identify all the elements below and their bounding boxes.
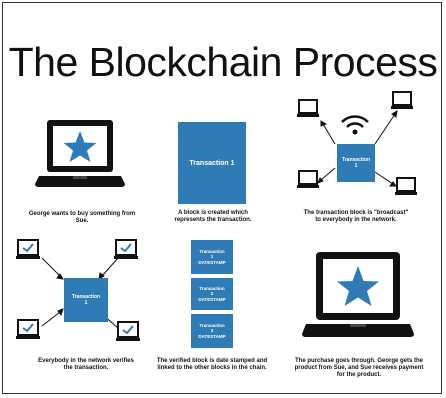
laptop-check-icon-top-right <box>114 239 138 259</box>
verify-block-line2: 1 <box>84 300 88 306</box>
chain-block-3-line1: Transaction <box>199 322 225 328</box>
laptop-icon-bottom-right <box>395 177 417 195</box>
chain-block-3: Transaction 3 DATESTAMP <box>191 314 233 348</box>
chain-block-1-line3: DATESTAMP <box>198 259 226 265</box>
chain-block-1-line2: 1 <box>210 254 214 260</box>
verify-arrows <box>41 257 119 329</box>
verify-network-diagram <box>16 239 140 341</box>
step-4-caption: Everybody in the network verifies the tr… <box>38 358 134 371</box>
laptop-check-icon-bottom-right <box>116 321 140 341</box>
diagram-title: The Blockchain Process <box>8 39 438 85</box>
chain-block-1-line1: Transaction <box>199 248 225 254</box>
transaction-block: Transaction 1 <box>178 122 246 204</box>
chain-block-3-line3: DATESTAMP <box>198 333 226 339</box>
laptop-check-icon-bottom-left <box>16 319 40 339</box>
chain-block-2-line2: 2 <box>210 291 214 297</box>
verify-transaction-block: Transaction 1 <box>64 278 108 322</box>
laptop-icon-top-left <box>297 99 319 117</box>
step-5-caption: The verified block is date stamped and l… <box>156 358 268 371</box>
broadcast-arrows <box>317 110 398 187</box>
step-3-caption: The transaction block is "broadcast" to … <box>303 210 409 223</box>
step-6-caption: The purchase goes through. George gets t… <box>294 358 424 378</box>
wifi-broadcast-icon <box>341 115 369 135</box>
chain-block-2-line3: DATESTAMP <box>198 296 226 302</box>
broadcast-block-line2: 1 <box>354 163 358 169</box>
broadcast-network-diagram <box>297 91 417 195</box>
laptop-star-icon-final <box>302 252 414 337</box>
laptop-icon-bottom-left <box>297 170 319 188</box>
broadcast-block-line1: Transaction <box>341 157 371 163</box>
laptop-icon-top-right <box>391 91 413 109</box>
chain-block-2-line1: Transaction <box>199 285 225 291</box>
laptop-check-icon-top-left <box>16 239 40 259</box>
chain-block-2: Transaction 2 DATESTAMP <box>191 278 233 310</box>
broadcast-transaction-block: Transaction 1 <box>337 144 375 182</box>
step-1-caption: George wants to buy something from Sue. <box>28 211 136 224</box>
chain-block-1: Transaction 1 DATESTAMP <box>191 240 233 274</box>
chain-block-3-line2: 3 <box>210 328 214 334</box>
step-2-caption: A block is created which represents the … <box>174 210 252 223</box>
verify-block-line1: Transaction <box>71 294 101 300</box>
laptop-star-icon <box>35 120 125 187</box>
transaction-block-label: Transaction 1 <box>189 159 235 167</box>
